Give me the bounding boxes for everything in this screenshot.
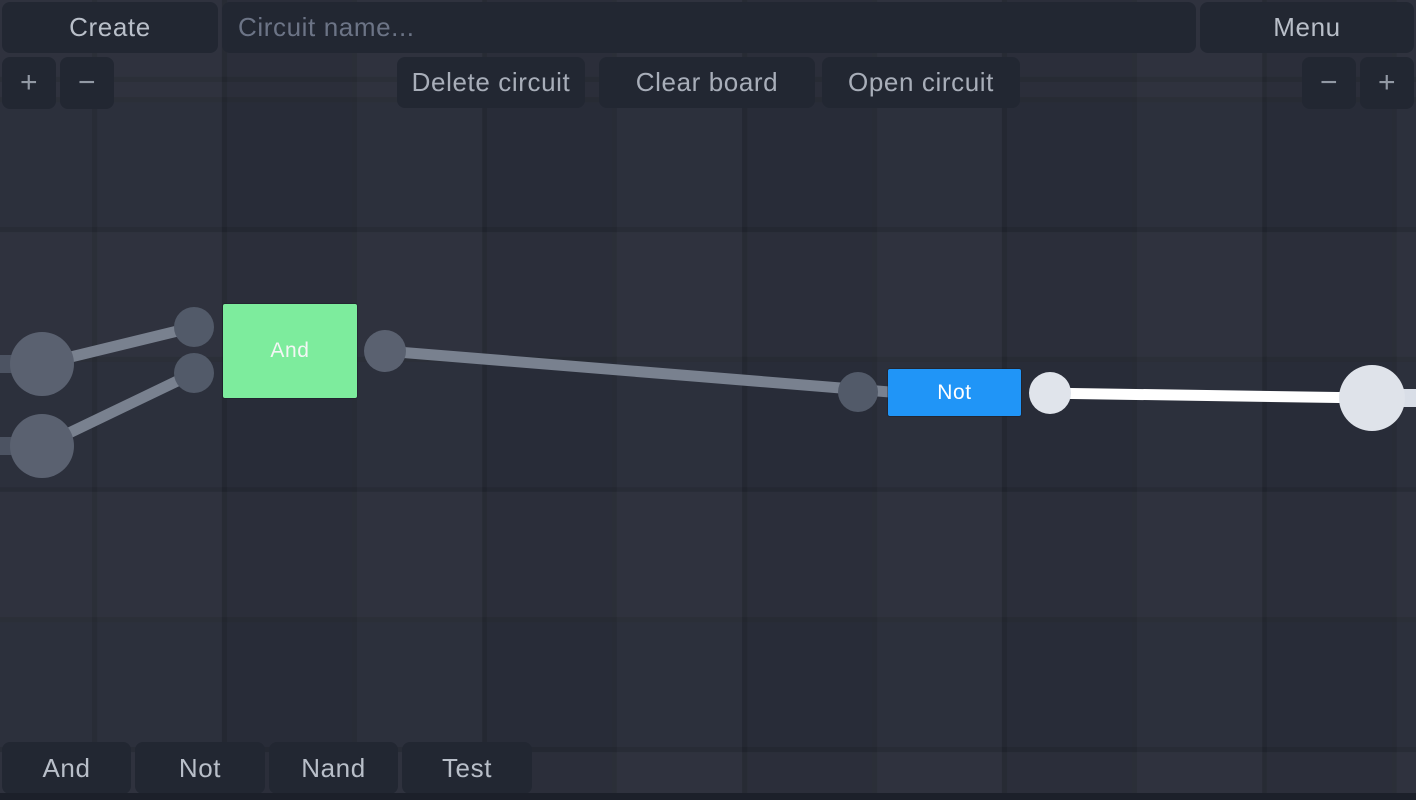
and-input-pin-2[interactable]	[174, 353, 214, 393]
wire-and-to-not[interactable]	[384, 345, 891, 398]
create-button[interactable]: Create	[2, 2, 218, 53]
zoom-in-button-right[interactable]: +	[1360, 57, 1414, 109]
input-node-2[interactable]	[10, 414, 74, 478]
zoom-out-button-right[interactable]: −	[1302, 57, 1356, 109]
clear-board-button[interactable]: Clear board	[599, 57, 815, 108]
menu-button[interactable]: Menu	[1200, 2, 1414, 53]
palette-not-button[interactable]: Not	[135, 742, 265, 794]
zoom-in-button-left[interactable]: +	[2, 57, 56, 109]
not-gate[interactable]: Not	[888, 369, 1021, 416]
output-node[interactable]	[1339, 365, 1405, 431]
palette-nand-button[interactable]: Nand	[269, 742, 398, 794]
not-input-pin[interactable]	[838, 372, 878, 412]
and-gate[interactable]: And	[223, 304, 357, 398]
open-circuit-button[interactable]: Open circuit	[822, 57, 1020, 108]
input-node-1[interactable]	[10, 332, 74, 396]
and-output-pin[interactable]	[364, 330, 406, 372]
palette-and-button[interactable]: And	[2, 742, 131, 794]
delete-circuit-button[interactable]: Delete circuit	[397, 57, 585, 108]
zoom-out-button-left[interactable]: −	[60, 57, 114, 109]
wire-not-to-output[interactable]	[1039, 387, 1373, 404]
bottom-edge-strip	[0, 793, 1416, 800]
and-input-pin-1[interactable]	[174, 307, 214, 347]
palette-test-button[interactable]: Test	[402, 742, 532, 794]
not-output-pin[interactable]	[1029, 372, 1071, 414]
circuit-name-input[interactable]	[222, 2, 1196, 53]
